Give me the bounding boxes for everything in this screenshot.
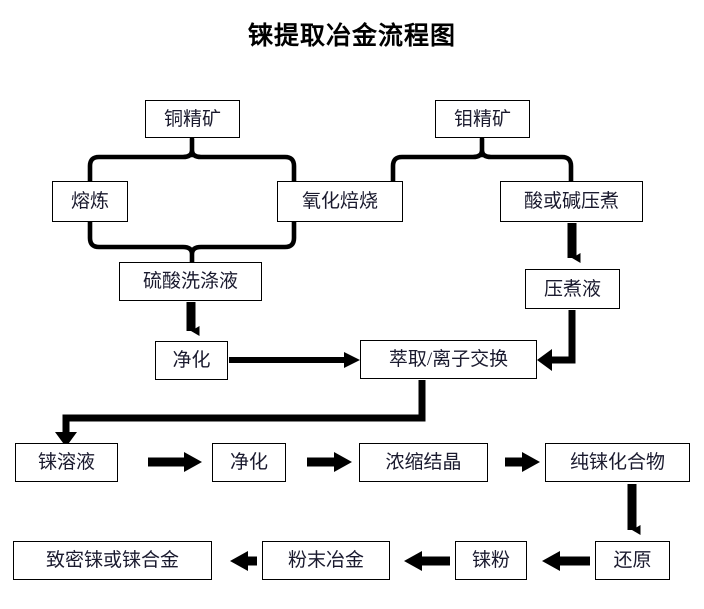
edge-powder-to-metallurgy [404, 551, 450, 571]
node-label: 钼精矿 [453, 108, 511, 130]
page-title: 铼提取冶金流程图 [247, 23, 456, 50]
node-label: 酸或碱压煮 [523, 191, 619, 212]
node-powder-metallurgy[interactable]: 粉末冶金 [262, 541, 390, 580]
node-sulfuric-wash-liquor[interactable]: 硫酸洗涤液 [119, 262, 262, 301]
node-reduction[interactable]: 还原 [595, 541, 670, 580]
edge-solution-to-purification2 [148, 452, 202, 472]
node-label: 熔炼 [70, 191, 109, 212]
node-label: 浓缩结晶 [385, 452, 462, 473]
node-leach-liquor[interactable]: 压煮液 [525, 269, 620, 309]
edge-moly-brace-split [390, 136, 574, 185]
node-label: 还原 [613, 550, 652, 571]
node-label: 铼粉 [471, 550, 510, 571]
node-extraction-ion-exchange[interactable]: 萃取/离子交换 [360, 340, 537, 379]
node-acid-alkali-leaching[interactable]: 酸或碱压煮 [500, 181, 643, 222]
edge-metallurgy-to-dense [230, 551, 257, 571]
node-pure-rhenium-compound[interactable]: 纯铼化合物 [545, 443, 690, 482]
node-purification-1[interactable]: 净化 [155, 341, 228, 380]
edge-crystallization-to-compound [505, 452, 540, 472]
node-rhenium-solution[interactable]: 铼溶液 [15, 443, 118, 482]
node-label: 硫酸洗涤液 [142, 271, 238, 292]
node-rhenium-powder[interactable]: 铼粉 [455, 541, 527, 580]
node-dense-rhenium-or-alloy[interactable]: 致密铼或铼合金 [13, 541, 212, 580]
node-purification-2[interactable]: 净化 [212, 443, 286, 482]
node-label: 铜精矿 [163, 108, 221, 130]
node-smelting[interactable]: 熔炼 [52, 181, 128, 222]
node-label: 粉末冶金 [287, 550, 364, 571]
node-label: 萃取/离子交换 [388, 349, 509, 370]
edge-purification2-to-crystallization [307, 452, 352, 472]
edge-reduction-to-powder [542, 551, 590, 571]
node-copper-concentrate[interactable]: 铜精矿 [145, 100, 240, 138]
edge-brace-merge-wash-liquor [87, 219, 297, 265]
node-moly-concentrate[interactable]: 钼精矿 [435, 100, 530, 138]
node-label: 致密铼或铼合金 [45, 550, 179, 571]
edge-purification-to-extraction [229, 352, 360, 368]
node-label: 氧化焙烧 [301, 191, 378, 212]
edge-extraction-to-rhenium-solution [55, 380, 426, 447]
node-label: 铼溶液 [37, 452, 95, 473]
node-label: 净化 [172, 350, 211, 371]
edge-liquor-to-extraction [537, 310, 576, 371]
edge-copper-brace-split [87, 136, 297, 185]
node-oxidative-roasting[interactable]: 氧化焙烧 [277, 181, 403, 222]
node-label: 压煮液 [543, 278, 601, 300]
node-label: 净化 [229, 452, 268, 473]
node-concentration-crystallization[interactable]: 浓缩结晶 [359, 443, 488, 482]
node-label: 纯铼化合物 [569, 452, 665, 473]
